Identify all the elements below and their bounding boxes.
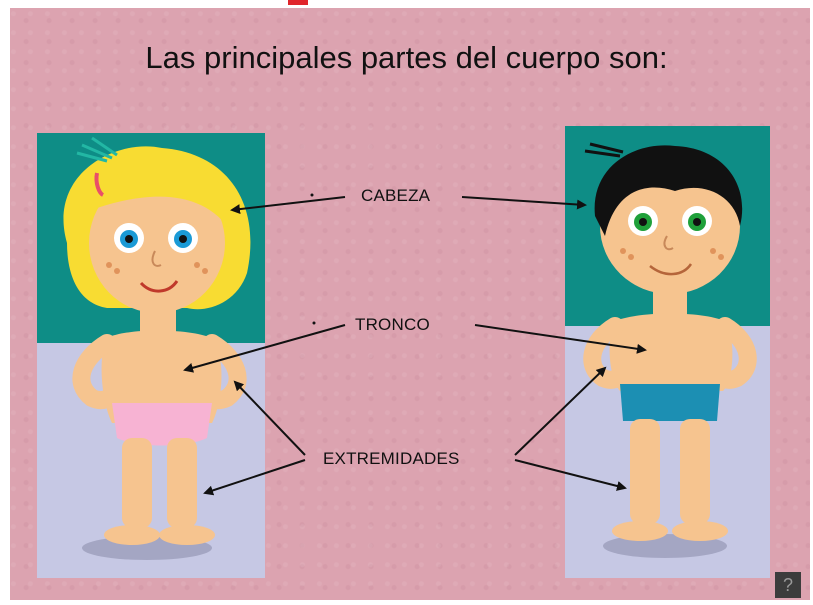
label-extremidades: EXTREMIDADES <box>323 449 460 468</box>
slide-title: Las principales partes del cuerpo son: <box>145 40 668 75</box>
red-header-mark <box>288 0 308 5</box>
arrow-trunk-right <box>474 324 647 354</box>
boy-illustration <box>583 142 757 558</box>
boy-panel <box>565 126 770 578</box>
arrow-head-left <box>230 196 346 215</box>
arrow-head-right <box>461 196 587 210</box>
arrow-limbs-left-lower <box>203 459 306 496</box>
arrow-limbs-right-upper <box>514 366 607 456</box>
arrow-trunk-left <box>183 324 346 373</box>
girl-illustration <box>63 136 251 560</box>
label-cabeza: CABEZA <box>361 186 431 205</box>
arrow-limbs-left-upper <box>233 380 306 456</box>
question-mark-icon: ? <box>782 575 793 595</box>
help-button[interactable]: ? <box>775 572 801 598</box>
arrow-limbs-right-lower <box>514 459 627 491</box>
label-tronco: TRONCO <box>355 315 430 334</box>
girl-panel <box>37 133 265 578</box>
